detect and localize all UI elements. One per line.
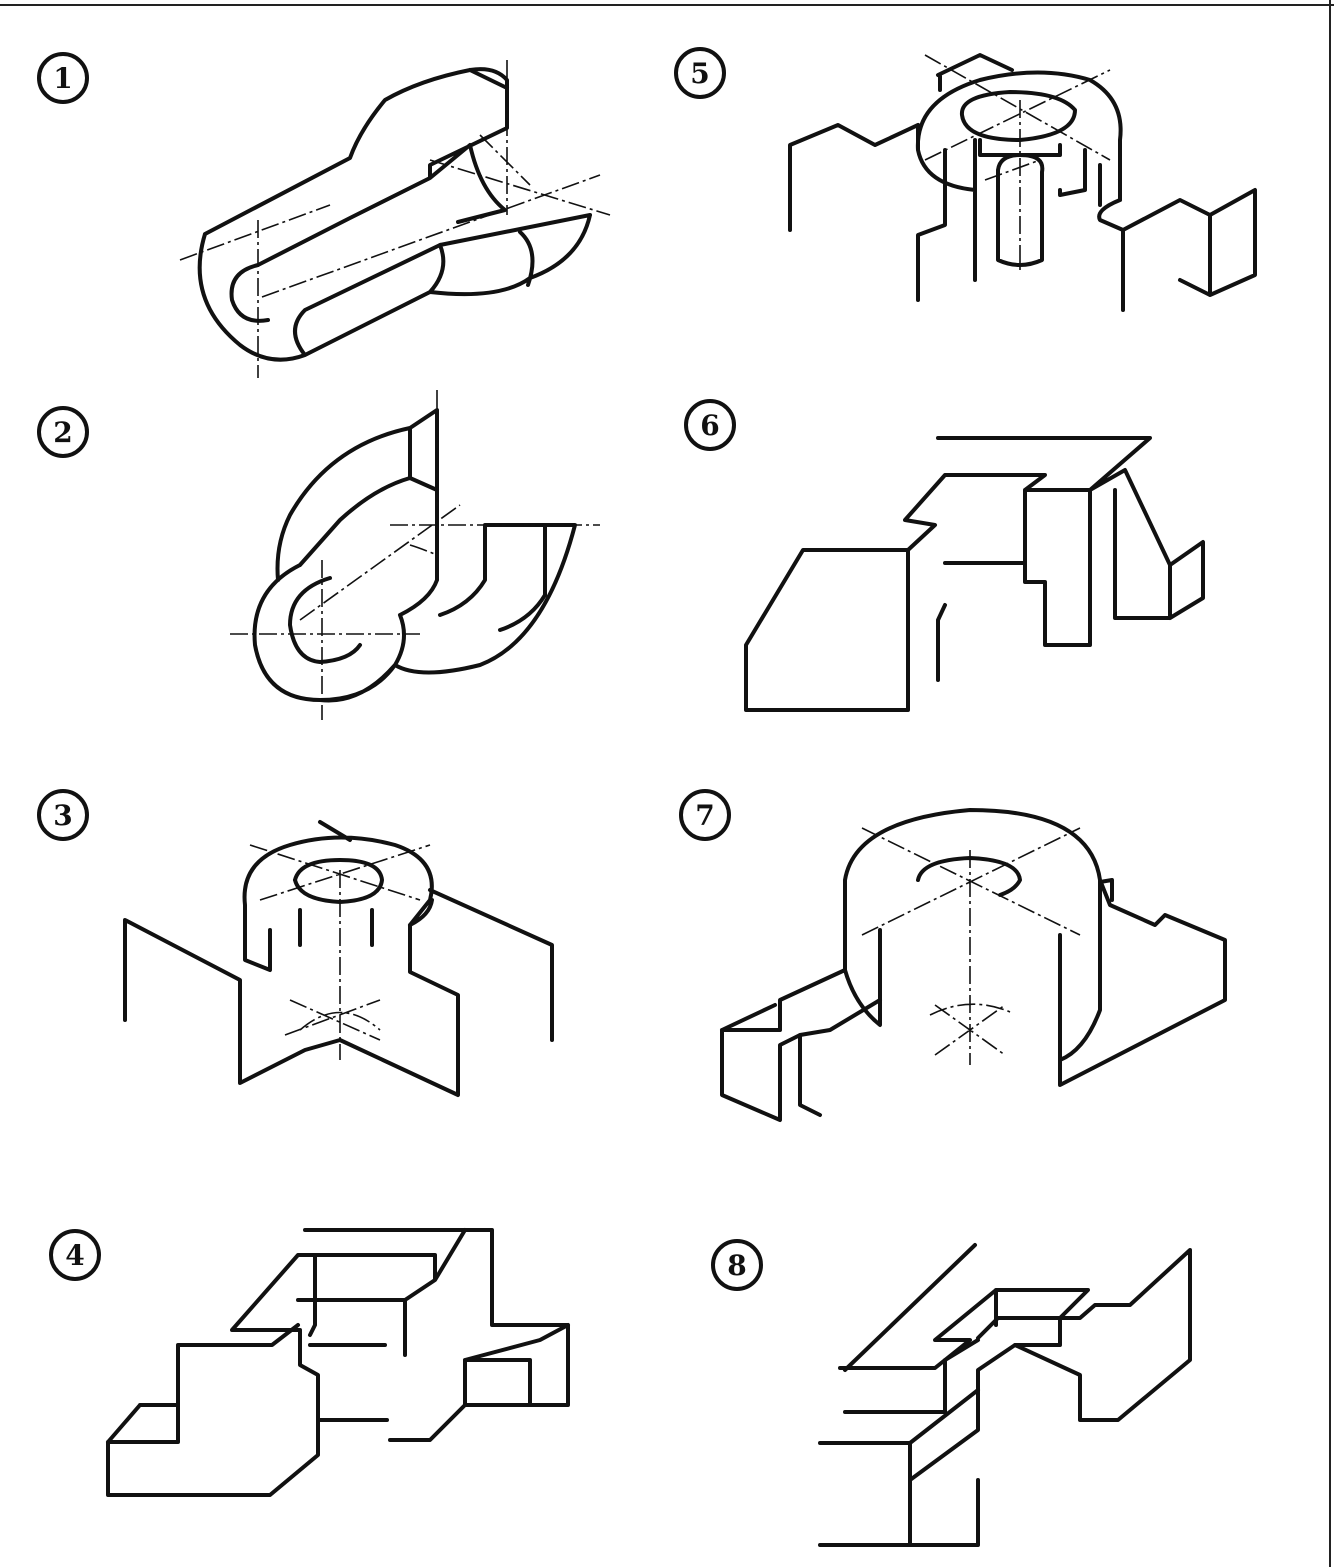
figure-3-number-circle bbox=[37, 789, 89, 841]
figure-8-number-circle bbox=[711, 1239, 763, 1291]
figure-1-number-circle bbox=[37, 52, 89, 104]
figure-1: 1 bbox=[37, 52, 611, 378]
figure-5: 5 bbox=[674, 47, 1257, 312]
figure-7: 7 bbox=[679, 789, 1227, 1122]
figure-1-number: 1 bbox=[53, 62, 72, 95]
figure-6-number: 6 bbox=[700, 409, 719, 442]
figure-6-outline bbox=[744, 436, 1205, 712]
figure-5-number-circle bbox=[674, 47, 726, 99]
figure-3: 3 bbox=[37, 789, 554, 1097]
figure-3-outline bbox=[123, 820, 554, 1097]
figure-5-number: 5 bbox=[690, 57, 709, 90]
figure-4-outline bbox=[106, 1228, 570, 1497]
figure-1-centerlines bbox=[179, 60, 611, 378]
figure-7-number-circle bbox=[679, 789, 731, 841]
figure-8-number: 8 bbox=[727, 1249, 746, 1282]
figure-2-number-circle bbox=[37, 406, 89, 458]
figure-4: 4 bbox=[49, 1228, 570, 1497]
figure-7-outline bbox=[720, 808, 1227, 1122]
figure-8-outline bbox=[818, 1243, 1192, 1547]
figure-3-number: 3 bbox=[53, 799, 72, 832]
figure-7-number: 7 bbox=[695, 799, 714, 832]
figure-1-outline bbox=[197, 67, 592, 362]
figure-4-number-circle bbox=[49, 1229, 101, 1281]
figure-4-number: 4 bbox=[65, 1239, 84, 1272]
figure-8: 8 bbox=[711, 1239, 1192, 1547]
figure-2-outline bbox=[252, 408, 577, 703]
figure-7-centerlines bbox=[861, 827, 1081, 1065]
figure-3-centerlines bbox=[249, 844, 431, 1060]
figure-6: 6 bbox=[684, 399, 1205, 712]
figure-6-number-circle bbox=[684, 399, 736, 451]
figure-5-outline bbox=[788, 53, 1257, 312]
figure-2-centerlines bbox=[230, 390, 600, 720]
figure-2-number: 2 bbox=[53, 416, 72, 449]
figure-2: 2 bbox=[37, 390, 600, 720]
figure-5-centerlines bbox=[924, 54, 1111, 270]
